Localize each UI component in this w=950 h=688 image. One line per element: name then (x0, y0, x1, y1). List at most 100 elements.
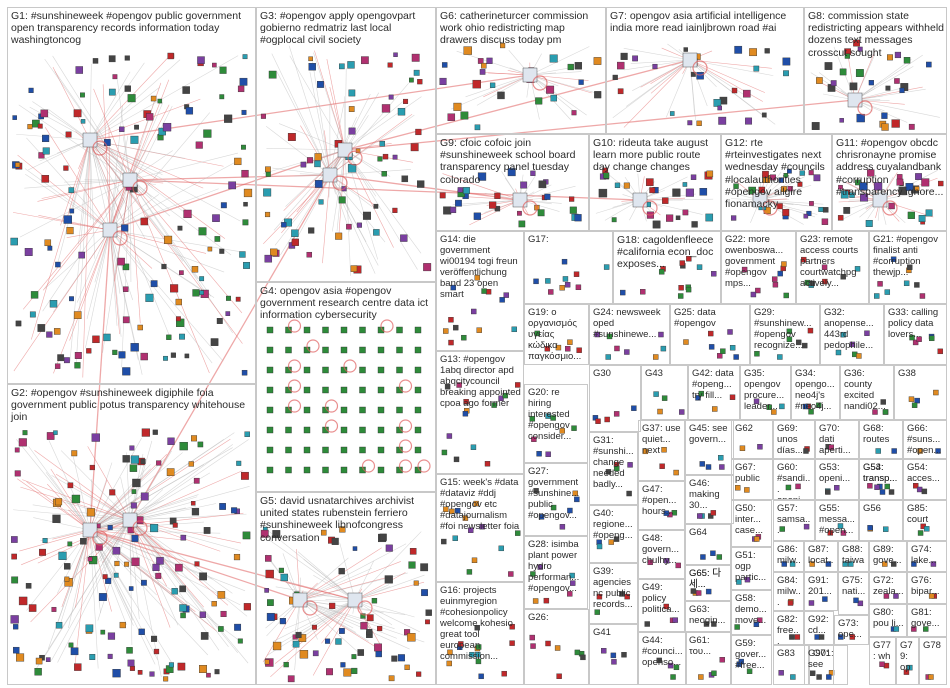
group-g35: G35: opengov procure... leader... (740, 365, 791, 420)
group-g58: G58: demo... move... (731, 590, 772, 635)
group-label: G35: opengov procure... leader... (744, 368, 788, 412)
group-label: G10: rideuta take august learn more publ… (593, 137, 718, 174)
group-g45: G45: see govern... (685, 420, 734, 475)
group-label: G60: #sandi... openi... (777, 462, 812, 500)
group-g66: G66: #suns... #open... (903, 420, 947, 459)
group-label: G2: #opengov #sunshineweek digiphile foi… (11, 387, 253, 424)
group-g36: G36: county excited nandi02... (840, 365, 894, 420)
group-g77: G77: wh (869, 637, 896, 685)
group-g75: G75: nati... (838, 572, 869, 615)
group-label: G38 (898, 368, 944, 379)
group-label: G64 (689, 527, 728, 538)
group-g50: G50: inter... case... (731, 500, 772, 547)
group-g49: G49: policy politica... (638, 579, 685, 632)
group-g27: G27: government #sunshine... public #ope… (524, 463, 588, 536)
group-g53: G53: openi... (815, 459, 859, 500)
group-g90: G90: see (804, 645, 834, 685)
group-label: G29: #sunshinew... #opengov recognize... (754, 307, 817, 351)
group-g23: G23: remote access courts partners court… (796, 231, 869, 304)
group-label: G86: milw... (777, 544, 801, 572)
group-label: G46: making 30... (689, 478, 731, 511)
group-g24: G24: newsweek oped #sunshinewe... (589, 304, 670, 365)
group-label: G1: #sunshineweek #opengov public govern… (11, 10, 253, 47)
group-g88: G88: taiwa... (838, 541, 869, 572)
group-label: G43 (645, 368, 685, 379)
group-label: G83 (777, 648, 806, 659)
group-g91: G91: 201... (804, 572, 838, 611)
group-label: G26: (528, 612, 586, 623)
group-g54b: G54: acces... (903, 459, 947, 500)
group-label: G72: zeala... (873, 575, 904, 597)
group-label: G87: locat... (808, 544, 835, 572)
group-label: G55: messa... #open... (819, 503, 856, 536)
group-g51: G51: ogp partic... (731, 547, 772, 590)
group-g14: G14: die government wi00194 togi freun v… (436, 231, 524, 351)
group-label: G67: public (735, 462, 770, 484)
group-g85: G85: court (903, 500, 947, 541)
group-label: G59: gover... #free... (735, 638, 769, 671)
group-g2: G2: #opengov #sunshineweek digiphile foi… (7, 384, 256, 685)
group-g38: G38 (894, 365, 947, 420)
group-label: G8: commission state redistricting appea… (808, 10, 944, 59)
group-label: G78 (923, 640, 944, 651)
group-g29: G29: #sunshinew... #opengov recognize... (750, 304, 820, 365)
group-g43: G43 (641, 365, 688, 420)
group-label: G32: anopense... 443rd pedophile... (824, 307, 881, 351)
group-g78: G78 (919, 637, 947, 685)
group-g76: G76: bipar... (907, 572, 947, 604)
group-g9: G9: cfoic cofoic join #sunshineweek scho… (436, 134, 589, 231)
group-g87: G87: locat... (804, 541, 838, 572)
group-label: G62 (735, 423, 770, 434)
group-label: G34: opengo... neo4j's #neo4j... (795, 368, 837, 412)
group-label: G6: catherineturcer commission work ohio… (440, 10, 603, 47)
group-label: G65: 다 세... (689, 568, 728, 590)
group-label: G36: county excited nandi02... (844, 368, 891, 412)
group-label: G73: ope... (838, 618, 866, 640)
group-label: G16: projects euinmyregion #cohesionpoli… (440, 585, 521, 662)
group-label: G66: #suns... #open... (907, 423, 944, 456)
group-label: G53: openi... (819, 462, 856, 484)
group-g19: G19: ο οργανισμός υγείας κώδικα παγκόσμι… (524, 304, 589, 365)
group-label: G48: govern... chulhy... (642, 533, 682, 566)
group-g6: G6: catherineturcer commission work ohio… (436, 7, 606, 134)
group-label: G90: see (808, 648, 831, 670)
group-g64: G64 (685, 524, 731, 565)
group-label: G49: policy politica... (642, 582, 682, 615)
group-g16: G16: projects euinmyregion #cohesionpoli… (436, 582, 524, 685)
group-label: G63: neogin... (689, 604, 728, 626)
group-g25: G25: data #opengov (670, 304, 750, 365)
group-label: G91: 201... (808, 575, 835, 597)
group-g53b: G53: transp... (859, 459, 903, 500)
group-g59: G59: gover... #free... (731, 635, 772, 685)
group-label: G51: ogp partic... (735, 550, 769, 583)
group-g41: G41 (589, 624, 638, 685)
group-g61: G61: του... (685, 632, 731, 685)
group-label: G57: samsa... (777, 503, 812, 536)
group-g84: G84: milw... (773, 572, 804, 611)
group-label: G24: newsweek oped #sunshinewe... (593, 307, 667, 340)
group-label: G54: acces... (907, 462, 944, 484)
group-label: G23: remote access courts partners court… (800, 234, 866, 289)
group-label: G20: re hiring interested #opengov consi… (528, 387, 585, 442)
group-label: G37: use quiet... next (642, 423, 682, 456)
group-g15: G15: week's #data #dataviz #ddj #opengov… (436, 474, 524, 582)
group-g89: G89: gove... (869, 541, 907, 572)
group-g8: G8: commission state redistricting appea… (804, 7, 947, 134)
group-g65b: G65: 다 세... (685, 565, 731, 601)
group-g40: G40: regione... #openg... (589, 505, 638, 563)
group-g10: G10: rideuta take august learn more publ… (589, 134, 721, 231)
group-g34: G34: opengo... neo4j's #neo4j... (791, 365, 840, 420)
group-g72: G72: zeala... (869, 572, 907, 604)
group-label: G89: gove... (873, 544, 904, 566)
group-label: G53: transp... (863, 462, 900, 484)
group-label: G85: court (907, 503, 944, 525)
group-label: G21: #opengov finalist anti #corruption … (873, 234, 944, 278)
group-g63: G63: neogin... (685, 601, 731, 632)
group-label: G25: data #opengov (674, 307, 747, 329)
group-g73: G73: ope... (834, 615, 869, 645)
group-g62: G62 (731, 420, 773, 459)
group-g18: G18: cagoldenfleece #california econ_doc… (613, 231, 721, 304)
group-label: G17: (528, 234, 610, 245)
group-g1: G1: #sunshineweek #opengov public govern… (7, 7, 256, 384)
